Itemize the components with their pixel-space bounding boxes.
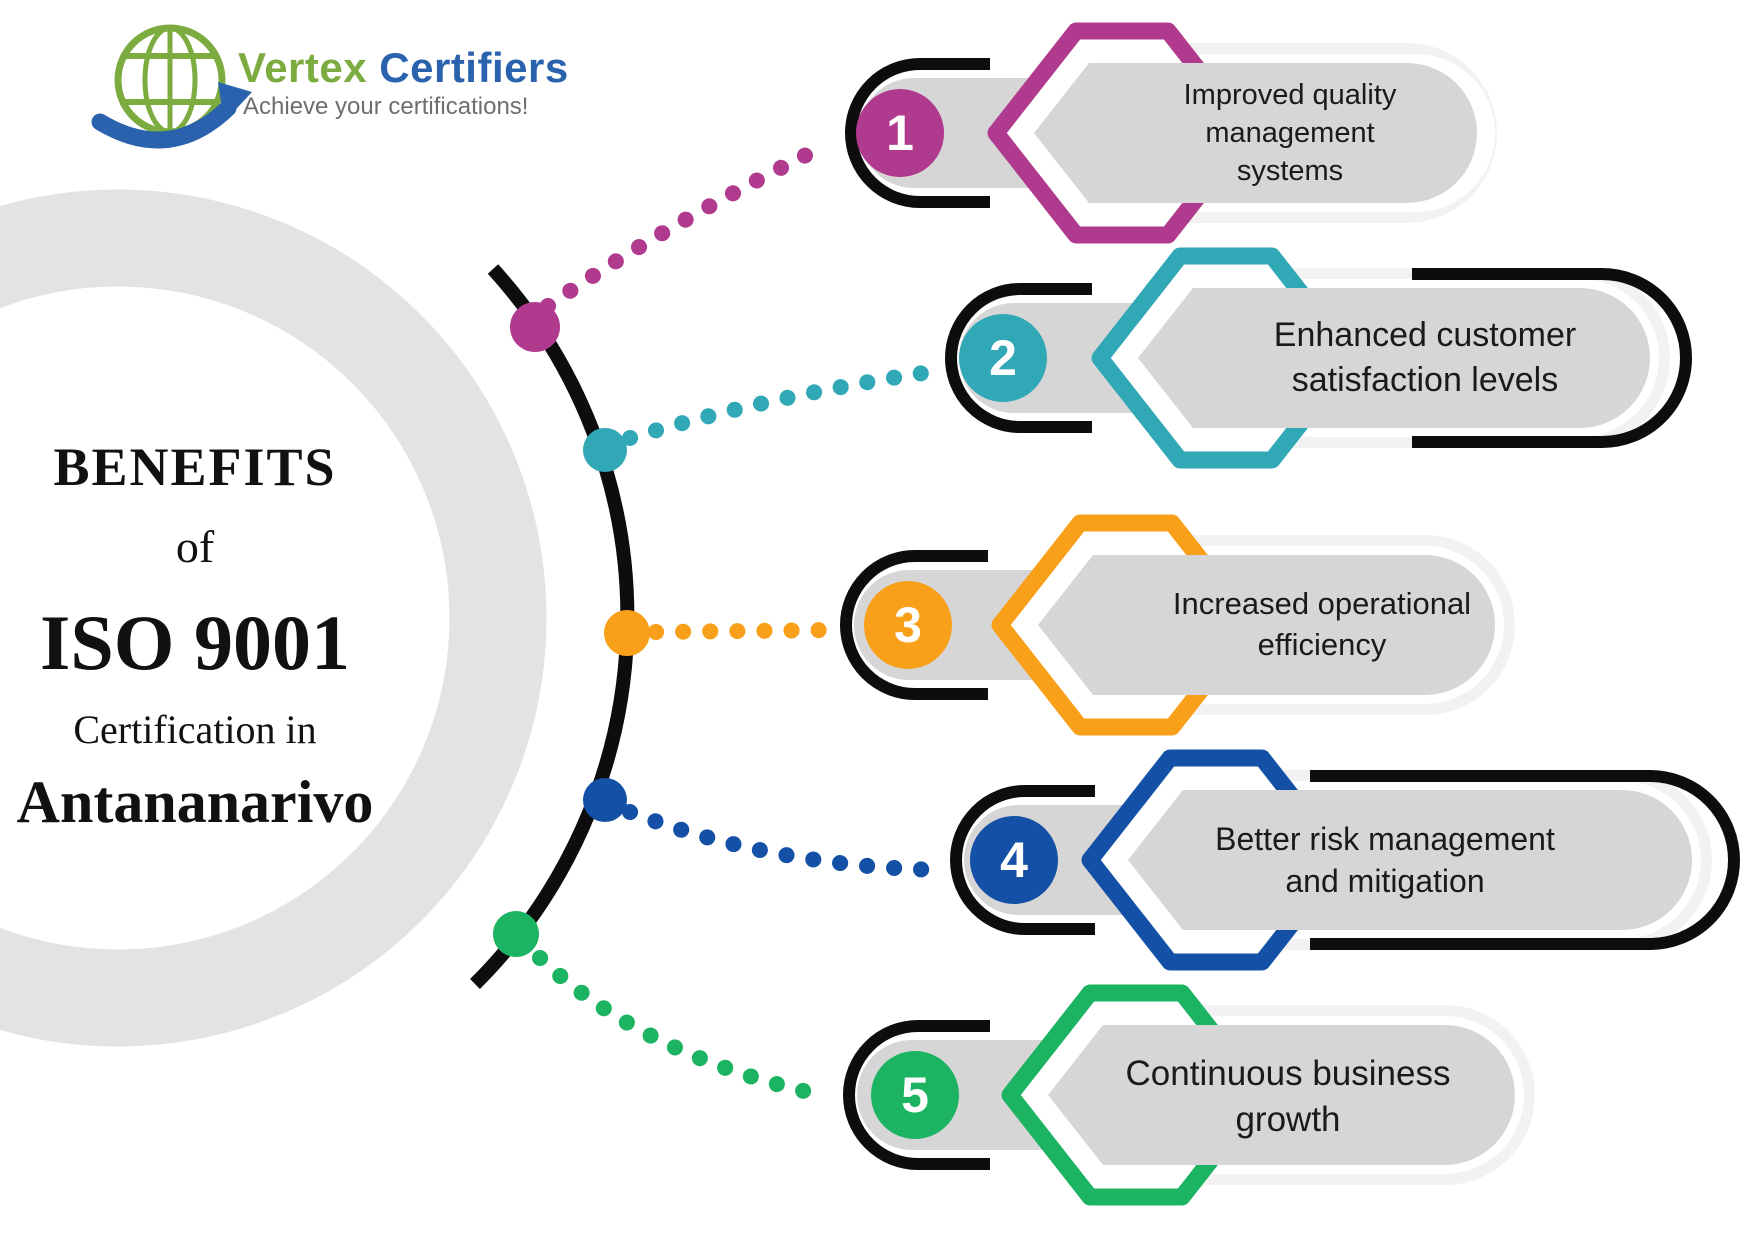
item-1-number: 1 <box>886 105 914 161</box>
item-2-label: Enhanced customer satisfaction levels <box>1273 316 1577 399</box>
arc-node-4 <box>583 778 627 822</box>
item-4-text-panel <box>1128 790 1692 930</box>
item-4-number: 4 <box>1000 832 1028 888</box>
item-2-right-bracket <box>1412 268 1692 448</box>
decorative-ring <box>0 189 547 1047</box>
connector-line-2 <box>622 364 938 446</box>
item-3-text-panel <box>1038 555 1495 695</box>
arc-node-1 <box>510 302 560 352</box>
connector-line-1 <box>540 140 828 314</box>
item-5-text-panel <box>1048 1025 1515 1165</box>
item-2-left-bracket <box>945 283 1092 433</box>
logo-brand-word1: Vertex <box>238 44 368 91</box>
arc-node-2 <box>583 428 627 472</box>
item-4-number-circle <box>970 816 1058 904</box>
logo-brand-word2: Certifiers <box>379 44 569 91</box>
benefit-item-1 <box>845 22 1497 244</box>
connector-line-4 <box>622 804 948 878</box>
connector-line-3 <box>648 622 842 640</box>
item-5-left-bracket <box>843 1020 990 1170</box>
arc-node-5 <box>493 911 539 957</box>
logo-brand-name: Vertex Certifiers <box>238 44 569 92</box>
connector-line-5 <box>532 950 834 1104</box>
title-benefits: BENEFITS <box>53 437 337 497</box>
title-certification-in: Certification in <box>73 707 317 752</box>
item-4-label: Better risk management and mitigation <box>1215 820 1555 899</box>
arc-node-3 <box>604 610 650 656</box>
item-4-left-bracket <box>950 785 1095 935</box>
item-3-left-bracket <box>840 550 988 700</box>
item-1-number-circle <box>856 89 944 177</box>
benefit-item-2 <box>945 247 1692 469</box>
item-3-number: 3 <box>894 597 922 653</box>
title-of: of <box>175 521 215 572</box>
benefit-item-3 <box>840 514 1515 736</box>
logo-tagline: Achieve your certifications! <box>243 93 529 120</box>
item-3-label: Increased operational efficiency <box>1172 586 1472 662</box>
item-1-text-panel <box>1034 63 1477 203</box>
title-city: Antananarivo <box>16 769 374 835</box>
item-5-number-circle <box>871 1051 959 1139</box>
title-iso-9001: ISO 9001 <box>40 599 350 686</box>
benefit-item-4 <box>950 749 1740 971</box>
item-3-number-circle <box>864 581 952 669</box>
benefit-item-5 <box>843 984 1535 1206</box>
item-2-number-circle <box>959 314 1047 402</box>
item-5-number: 5 <box>901 1067 929 1123</box>
item-2-number: 2 <box>989 330 1017 386</box>
item-2-text-panel <box>1138 288 1650 428</box>
item-4-right-bracket <box>1310 770 1740 950</box>
logo-globe-icon <box>91 24 252 149</box>
item-1-left-bracket <box>845 58 990 208</box>
item-5-label: Continuous business growth <box>1125 1053 1451 1139</box>
item-1-label: Improved quality management systems <box>1183 78 1397 188</box>
